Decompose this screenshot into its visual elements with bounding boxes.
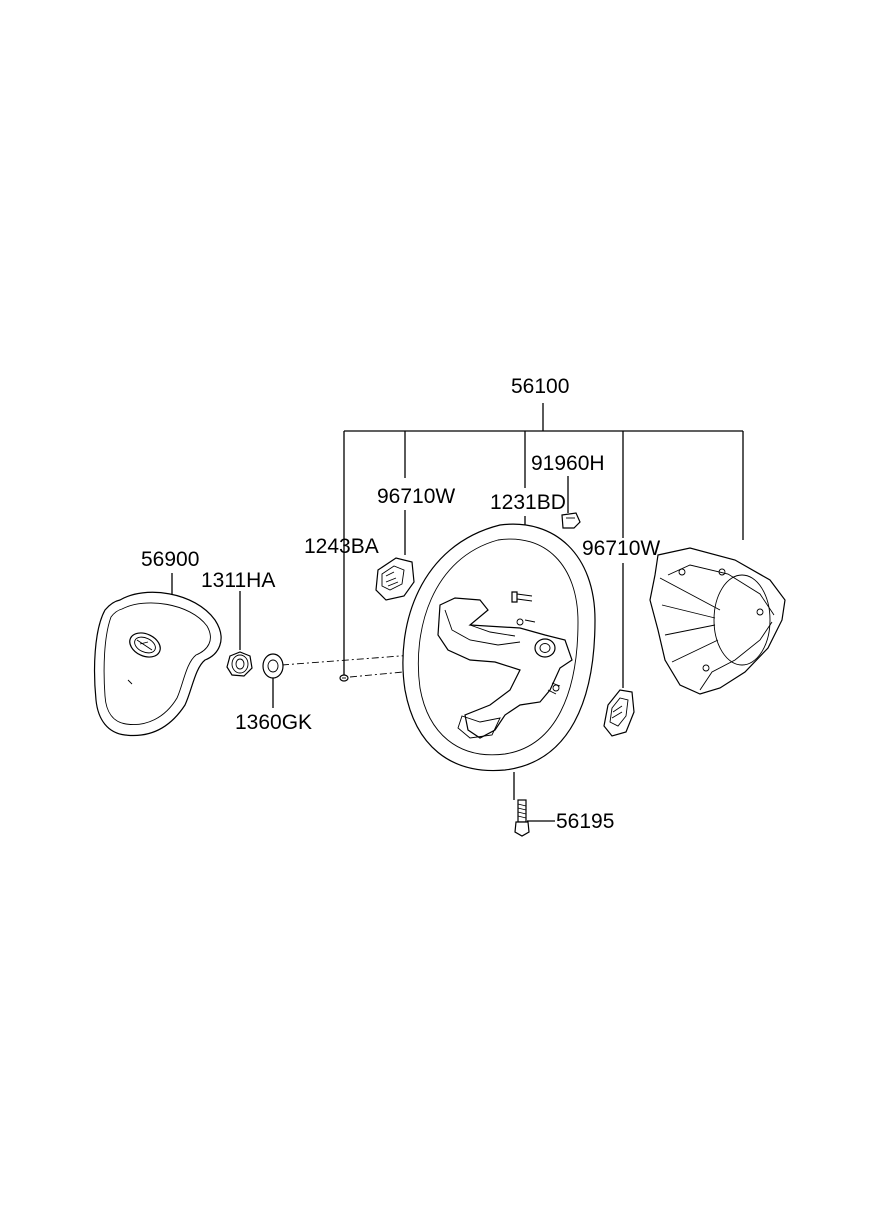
airbag-module-illustration: [93, 591, 222, 737]
label-washer: 1360GK: [235, 711, 312, 734]
nut-illustration: [226, 651, 253, 677]
washer-illustration: [262, 653, 284, 679]
part-labels: 56100 91960H 96710W 1231BD 1243BA 96710W…: [141, 375, 660, 833]
label-switch-left: 96710W: [377, 485, 455, 508]
label-screw-bolt: 1231BD: [490, 491, 566, 514]
bottom-bolt-illustration: [513, 772, 530, 837]
label-assembly: 56100: [511, 375, 569, 398]
label-airbag-module: 56900: [141, 548, 199, 571]
label-switch-right: 96710W: [582, 537, 660, 560]
left-switch-illustration: [375, 557, 415, 601]
label-bolt-bottom: 56195: [556, 810, 614, 833]
right-switch-illustration: [603, 689, 635, 737]
label-nut: 1311HA: [201, 569, 275, 592]
small-screw-illustration: [339, 674, 349, 682]
bolt-1231bd-illustration: [511, 591, 533, 603]
label-connector: 91960H: [531, 452, 605, 475]
label-screw-small: 1243BA: [304, 535, 379, 558]
connector-illustration: [561, 512, 581, 529]
steering-wheel-illustration: [402, 523, 596, 772]
back-cover-illustration: [649, 547, 786, 695]
